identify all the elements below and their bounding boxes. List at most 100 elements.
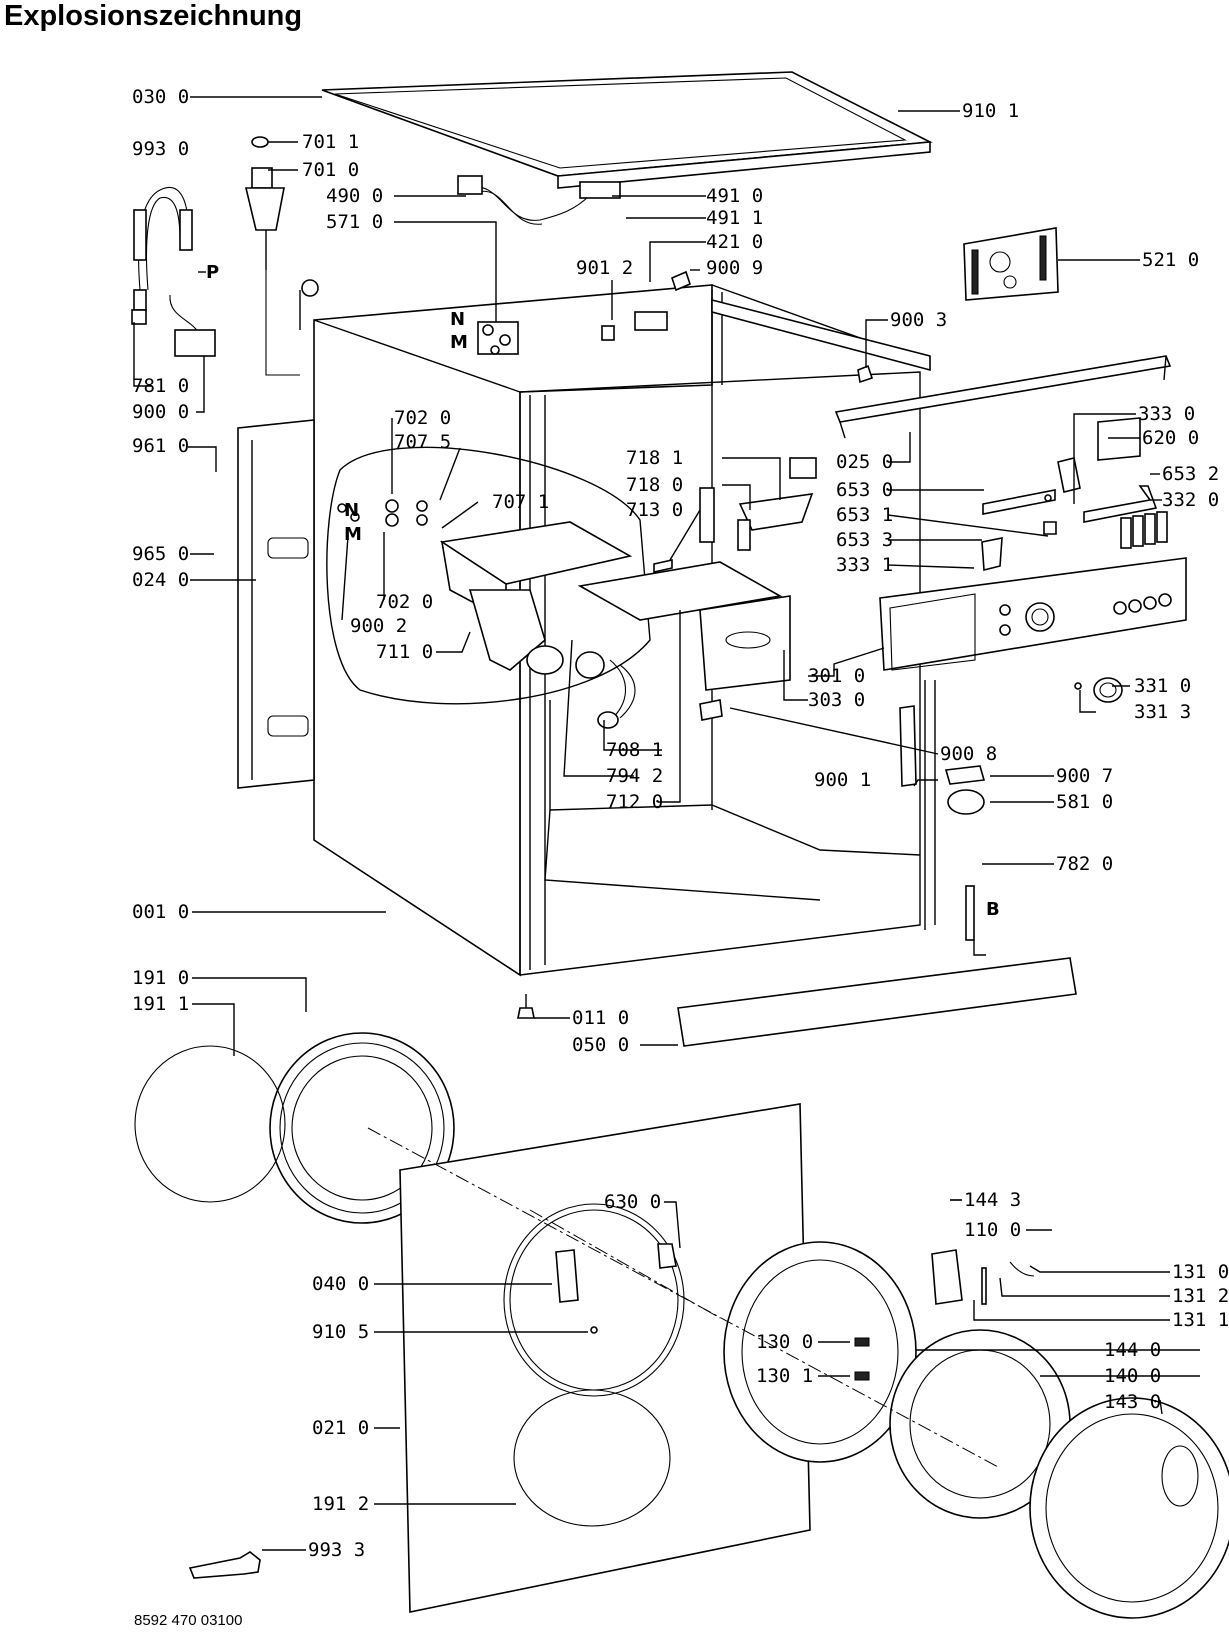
part-label: 030 0 bbox=[132, 86, 189, 108]
part-label: 630 0 bbox=[604, 1191, 661, 1213]
part-label: 993 3 bbox=[308, 1539, 365, 1561]
service-tool-drawing bbox=[188, 1551, 261, 1579]
cable-harness-drawing bbox=[457, 175, 621, 225]
part-label: 331 0 bbox=[1134, 675, 1191, 697]
part-label: 901 2 bbox=[576, 257, 633, 279]
part-label: 910 1 bbox=[962, 100, 1019, 122]
part-label: 653 0 bbox=[836, 479, 893, 501]
part-label: P bbox=[206, 262, 219, 283]
part-label: 782 0 bbox=[1056, 853, 1113, 875]
part-label: 900 9 bbox=[706, 257, 763, 279]
part-label: 713 0 bbox=[626, 499, 683, 521]
part-label: 130 1 bbox=[756, 1365, 813, 1387]
part-label: 011 0 bbox=[572, 1007, 629, 1029]
clip-900-3 bbox=[857, 364, 874, 384]
part-label: 900 3 bbox=[890, 309, 947, 331]
part-label: 711 0 bbox=[376, 641, 433, 663]
part-label: 707 1 bbox=[492, 491, 549, 513]
part-label: 491 1 bbox=[706, 207, 763, 229]
part-label: 021 0 bbox=[312, 1417, 369, 1439]
part-label: 131 1 bbox=[1172, 1309, 1229, 1331]
top-cover-drawing bbox=[321, 71, 933, 189]
axis-line bbox=[529, 1209, 721, 1319]
front-panel-drawing bbox=[399, 1103, 811, 1613]
part-label: 333 0 bbox=[1138, 403, 1195, 425]
pressure-switch-drawing bbox=[699, 699, 986, 941]
small-parts-top-drawing bbox=[601, 270, 691, 341]
part-label: 718 1 bbox=[626, 447, 683, 469]
part-label: 050 0 bbox=[572, 1034, 629, 1056]
part-label: N bbox=[450, 309, 465, 330]
part-label: 653 2 bbox=[1162, 463, 1219, 485]
part-label: 653 3 bbox=[836, 529, 893, 551]
part-label: 303 0 bbox=[808, 689, 865, 711]
inlet-valves-drawing bbox=[477, 321, 519, 355]
page-title: Explosionszeichnung bbox=[4, 0, 303, 32]
part-label: 191 2 bbox=[312, 1493, 369, 1515]
part-label: 521 0 bbox=[1142, 249, 1199, 271]
part-label: B bbox=[986, 899, 1000, 920]
part-label: 708 1 bbox=[606, 739, 663, 761]
top-rail-drawing bbox=[711, 298, 931, 372]
rear-panel-drawing bbox=[237, 419, 315, 789]
door-ring-drawing bbox=[723, 1241, 917, 1463]
part-label: 900 7 bbox=[1056, 765, 1113, 787]
part-label: 961 0 bbox=[132, 435, 189, 457]
document-number: 8592 470 03100 bbox=[134, 1612, 243, 1629]
part-label: M bbox=[344, 524, 362, 545]
part-label: 653 1 bbox=[836, 504, 893, 526]
part-label: 702 0 bbox=[376, 591, 433, 613]
part-label: 900 0 bbox=[132, 401, 189, 423]
part-label: 040 0 bbox=[312, 1273, 369, 1295]
part-label: 191 1 bbox=[132, 993, 189, 1015]
part-label: 718 0 bbox=[626, 474, 683, 496]
right-small-parts-drawing bbox=[981, 417, 1168, 572]
part-label: 110 0 bbox=[964, 1219, 1021, 1241]
part-label: 332 0 bbox=[1162, 489, 1219, 511]
part-label: 130 0 bbox=[756, 1331, 813, 1353]
part-label: 571 0 bbox=[326, 211, 383, 233]
part-label: 910 5 bbox=[312, 1321, 369, 1343]
part-label: 024 0 bbox=[132, 569, 189, 591]
part-label: 144 3 bbox=[964, 1189, 1021, 1211]
part-label: 993 0 bbox=[132, 138, 189, 160]
valve-701-drawing bbox=[244, 136, 319, 376]
part-label: 301 0 bbox=[808, 665, 865, 687]
part-label: 491 0 bbox=[706, 185, 763, 207]
part-label: 144 0 bbox=[1104, 1339, 1161, 1361]
part-label: 143 0 bbox=[1104, 1391, 1161, 1413]
part-label: 701 0 bbox=[302, 159, 359, 181]
part-label: 025 0 bbox=[836, 451, 893, 473]
part-label: 191 0 bbox=[132, 967, 189, 989]
part-label: 333 1 bbox=[836, 554, 893, 576]
control-board-drawing bbox=[963, 227, 1059, 301]
door-hinge-drawing bbox=[931, 1199, 1035, 1305]
part-label: 794 2 bbox=[606, 765, 663, 787]
part-label: 140 0 bbox=[1104, 1365, 1161, 1387]
knob-drawing bbox=[1074, 677, 1123, 703]
part-label: N bbox=[344, 500, 359, 521]
part-label: 702 0 bbox=[394, 407, 451, 429]
part-label: 001 0 bbox=[132, 901, 189, 923]
part-label: 965 0 bbox=[132, 543, 189, 565]
control-panel-drawing bbox=[879, 557, 1187, 671]
part-label: 712 0 bbox=[606, 791, 663, 813]
part-label: 900 8 bbox=[940, 743, 997, 765]
part-label: M bbox=[450, 332, 468, 353]
dispenser-drawing bbox=[337, 457, 817, 729]
part-label: 781 0 bbox=[132, 375, 189, 397]
part-label: 707 5 bbox=[394, 431, 451, 453]
part-label: 900 2 bbox=[350, 615, 407, 637]
part-label: 331 3 bbox=[1134, 701, 1191, 723]
part-label: 900 1 bbox=[814, 769, 871, 791]
part-label: 421 0 bbox=[706, 231, 763, 253]
hose-assembly-drawing bbox=[131, 186, 216, 357]
part-label: 620 0 bbox=[1142, 427, 1199, 449]
part-label: 131 0 bbox=[1172, 1261, 1229, 1283]
rail-drawing bbox=[834, 355, 1172, 439]
part-label: 490 0 bbox=[326, 185, 383, 207]
leader-lines bbox=[133, 96, 1200, 1551]
part-label: 131 2 bbox=[1172, 1285, 1229, 1307]
part-label: 581 0 bbox=[1056, 791, 1113, 813]
